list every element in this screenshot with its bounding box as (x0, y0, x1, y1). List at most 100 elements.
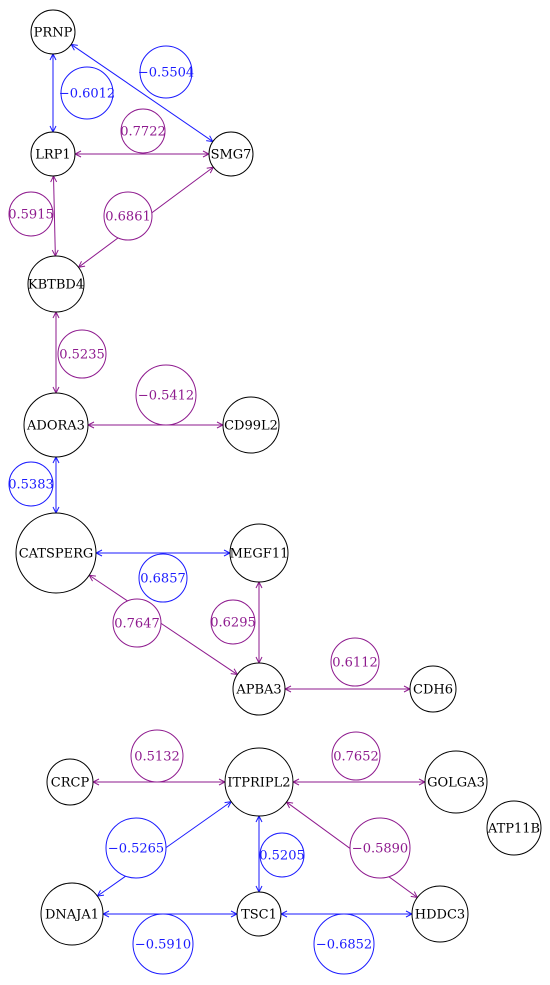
edge-weight-circle (313, 913, 375, 975)
edge-prnp-smg7 (71, 44, 213, 141)
edge-weight-circle (105, 817, 167, 879)
edge-weight-value: −0.6852 (316, 938, 372, 953)
edge-weight-label: −0.5265 (105, 817, 167, 879)
edge-weight-circle (210, 599, 256, 645)
edge-weight-value: 0.6295 (210, 616, 256, 631)
node-label: CD99L2 (224, 419, 278, 434)
edge-weight-value: 0.7647 (114, 617, 160, 632)
node-dnaja1: DNAJA1 (40, 882, 104, 946)
edge-weight-value: 0.5915 (8, 208, 54, 223)
edge-weight-circle (57, 329, 107, 379)
node-kbtbd4: KBTBD4 (27, 255, 85, 313)
edge-weight-label: 0.7722 (120, 108, 166, 154)
node-apba3: APBA3 (232, 662, 286, 716)
edge-weight-label: −0.6012 (59, 66, 115, 120)
node-atp11b: ATP11B (486, 800, 542, 856)
node-circle (411, 885, 469, 943)
node-tsc1: TSC1 (236, 891, 282, 937)
node-circle (27, 255, 85, 313)
edge-weight-label: −0.5412 (135, 364, 197, 426)
edge-weight-value: 0.7652 (333, 750, 379, 765)
node-circle (409, 665, 457, 713)
edge-weight-value: −0.5412 (138, 389, 194, 404)
node-circle (222, 396, 280, 454)
edge-weight-label: 0.6857 (138, 553, 188, 603)
node-smg7: SMG7 (208, 131, 254, 177)
node-golga3: GOLGA3 (424, 750, 488, 814)
edge-weight-circle (103, 191, 153, 241)
edge-weight-circle (330, 637, 380, 687)
edge-catsperg-apba3 (89, 575, 237, 674)
edge-weight-label: 0.5205 (259, 832, 305, 878)
edge-weight-label: 0.7647 (112, 598, 162, 648)
node-label: KBTBD4 (28, 278, 84, 293)
node-circle (229, 523, 289, 583)
edge-weight-circle (349, 817, 411, 879)
edge-weight-circle (138, 553, 188, 603)
edge-weight-label: 0.5915 (8, 191, 54, 237)
node-label: MEGF11 (230, 547, 289, 562)
node-cd99l2: CD99L2 (222, 396, 280, 454)
edge-weight-value: 0.5205 (259, 849, 305, 864)
edge-weight-value: −0.6012 (59, 87, 115, 102)
node-circle (486, 800, 542, 856)
node-label: ADORA3 (26, 419, 85, 434)
node-label: DNAJA1 (45, 908, 99, 923)
edge-weight-label: −0.6852 (313, 913, 375, 975)
node-circle (30, 131, 76, 177)
node-label: CDH6 (413, 683, 453, 698)
node-hddc3: HDDC3 (411, 885, 469, 943)
node-lrp1: LRP1 (30, 131, 76, 177)
edge-weight-circle (259, 832, 305, 878)
edge-weight-circle (8, 461, 54, 507)
node-circle (46, 758, 94, 806)
edge-weight-circle (112, 598, 162, 648)
edge-weight-circle (331, 731, 381, 781)
node-circle (40, 882, 104, 946)
edge-weight-circle (60, 66, 114, 120)
edge-weight-value: 0.6112 (332, 656, 378, 671)
node-label: CRCP (51, 776, 90, 791)
node-catsperg: CATSPERG (15, 512, 97, 594)
node-circle (224, 747, 294, 817)
edge-weight-label: −0.5910 (132, 913, 194, 975)
node-label: CATSPERG (19, 547, 94, 562)
node-label: PRNP (34, 26, 73, 41)
node-label: ITPRIPL2 (227, 776, 290, 791)
edge-weight-circle (139, 45, 193, 99)
node-itpripl2: ITPRIPL2 (224, 747, 294, 817)
edge-lrp1-kbtbd4 (54, 176, 56, 256)
node-label: APBA3 (235, 683, 281, 698)
edge-weight-circle (132, 913, 194, 975)
edge-weight-value: −0.5890 (352, 842, 408, 857)
edge-weight-label: 0.6295 (210, 599, 256, 645)
node-circle (424, 750, 488, 814)
node-cdh6: CDH6 (409, 665, 457, 713)
node-label: GOLGA3 (427, 776, 485, 791)
edge-weight-value: 0.6861 (105, 210, 151, 225)
node-circle (236, 891, 282, 937)
edge-weight-label: 0.7652 (331, 731, 381, 781)
node-circle (208, 131, 254, 177)
node-circle (232, 662, 286, 716)
edge-weight-value: 0.5132 (134, 750, 180, 765)
edge-weight-label: −0.5504 (138, 45, 194, 99)
edge-weight-label: 0.5383 (8, 461, 54, 507)
edge-weight-circle (8, 191, 54, 237)
node-circle (15, 512, 97, 594)
edge-weight-circle (120, 108, 166, 154)
edge-weight-label: 0.5235 (57, 329, 107, 379)
node-circle (30, 9, 76, 55)
edge-labels-layer: −0.6012 −0.5504 0.7722 0.5915 0.6861 0.5235 −0… (8, 45, 411, 975)
edge-weight-label: 0.5132 (130, 729, 184, 783)
edge-weight-label: −0.5890 (349, 817, 411, 879)
node-prnp: PRNP (30, 9, 76, 55)
edge-weight-circle (130, 729, 184, 783)
edge-weight-value: 0.5383 (8, 478, 54, 493)
node-label: HDDC3 (415, 908, 465, 923)
node-adora3: ADORA3 (23, 392, 89, 458)
node-label: LRP1 (35, 148, 70, 163)
edge-weight-value: 0.6857 (140, 572, 186, 587)
